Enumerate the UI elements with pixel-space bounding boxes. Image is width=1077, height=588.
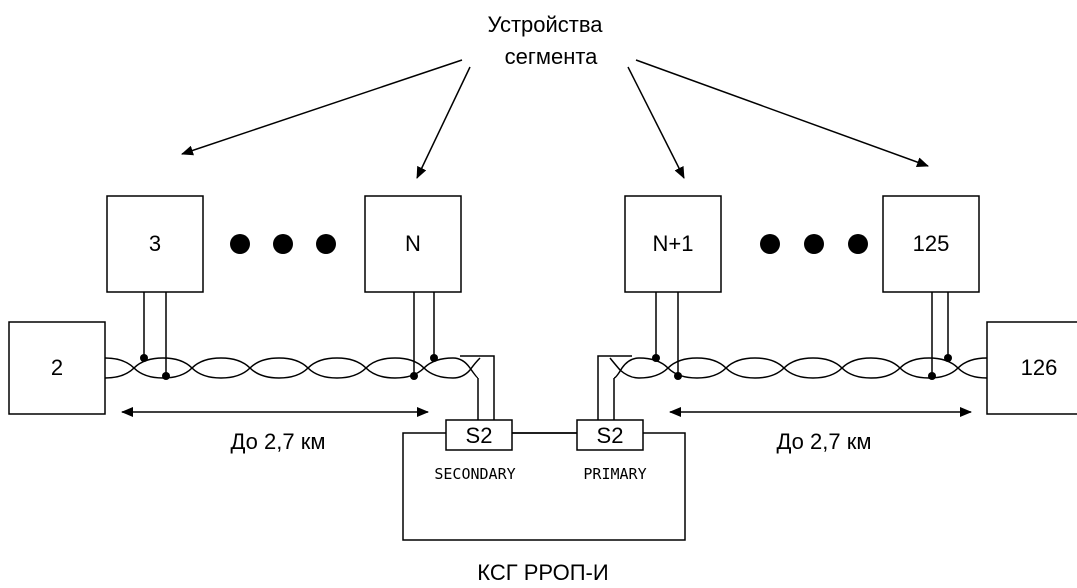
- right-cable-to-port: [597, 355, 632, 420]
- device-label-126: 126: [1021, 355, 1058, 380]
- ellipsis-dot: [804, 234, 824, 254]
- junction-dot: [410, 372, 418, 380]
- port-primary: [576, 419, 644, 451]
- primary-label: PRIMARY: [583, 465, 646, 483]
- hub-name: КСГ РРОП-И: [477, 560, 608, 585]
- junction-dot: [944, 354, 952, 362]
- left-cable-wire-a: [104, 357, 479, 379]
- port-primary-label: S2: [597, 423, 624, 448]
- ellipsis-dot: [760, 234, 780, 254]
- hub-box: [402, 432, 686, 541]
- left-cable-to-port: [460, 355, 495, 420]
- junction-dot: [430, 354, 438, 362]
- segment-devices-title-line1: Устройства: [487, 12, 603, 37]
- ellipsis-dot: [316, 234, 336, 254]
- port-secondary-label: S2: [466, 423, 493, 448]
- ellipsis-dot: [230, 234, 250, 254]
- pointer-arrow-dev3: [181, 59, 463, 156]
- pointer-arrow-devN: [416, 66, 471, 179]
- segment-devices-title-line2: сегмента: [505, 44, 599, 69]
- junction-dot: [162, 372, 170, 380]
- device-label-n-plus-1: N+1: [653, 231, 694, 256]
- right-cable-wire-b: [609, 357, 988, 379]
- device-box-126: [986, 321, 1077, 415]
- device-label-n: N: [405, 231, 421, 256]
- secondary-label: SECONDARY: [434, 465, 515, 483]
- device-box-n: [364, 195, 462, 293]
- distance-label-right: До 2,7 км: [777, 429, 872, 454]
- pointer-arrow-devN1: [627, 66, 685, 179]
- device-box-125: [882, 195, 980, 293]
- device-box-2: [8, 321, 106, 415]
- junction-dot: [140, 354, 148, 362]
- ellipsis-dot: [848, 234, 868, 254]
- device-box-n-plus-1: [624, 195, 722, 293]
- pointer-arrow-dev125: [635, 59, 929, 167]
- distance-label-left: До 2,7 км: [231, 429, 326, 454]
- port-secondary: [445, 419, 513, 451]
- left-cable-wire-b: [104, 357, 481, 379]
- junction-dot: [674, 372, 682, 380]
- junction-dot: [928, 372, 936, 380]
- junction-dot: [652, 354, 660, 362]
- device-label-3: 3: [149, 231, 161, 256]
- device-label-2: 2: [51, 355, 63, 380]
- ellipsis-dot: [273, 234, 293, 254]
- device-label-125: 125: [913, 231, 950, 256]
- device-box-3: [106, 195, 204, 293]
